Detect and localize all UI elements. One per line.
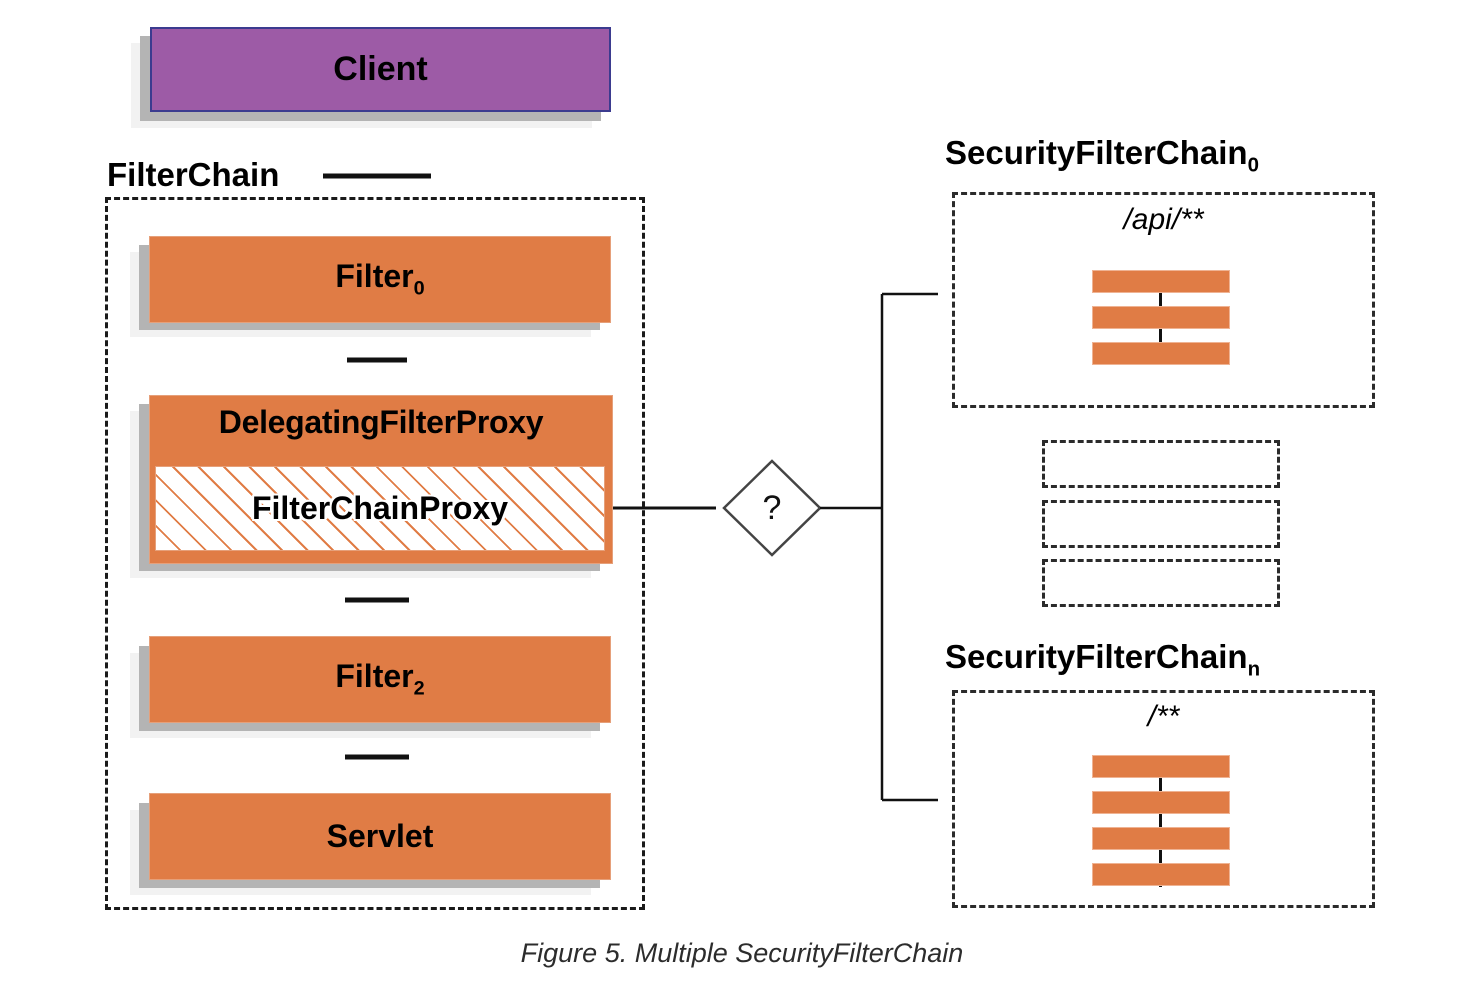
branch-trunk [820,292,938,802]
servlet-label: Servlet [326,818,434,854]
sfcn-filter-bar[interactable] [1092,791,1230,814]
sfcn-filter-connector [1159,765,1162,887]
filter0-label: Filter0 [335,258,425,300]
security-filter-chain-n-subscript: n [1247,657,1261,681]
figure-caption: Figure 5. Multiple SecurityFilterChain [520,938,964,968]
security-filter-chain-0-pattern: /api/** [1123,203,1204,236]
sfcn-filter-bar[interactable] [1092,827,1230,850]
filter-chain-proxy-label: FilterChainProxy [251,490,509,526]
security-filter-chain-placeholder [1042,440,1280,488]
security-filter-chain-0-subscript: 0 [1247,153,1259,177]
security-filter-chain-placeholder [1042,500,1280,548]
filter2-box[interactable]: Filter2 [149,636,611,723]
figure-caption-wrap: Figure 5. Multiple SecurityFilterChain [0,938,1484,969]
servlet-box[interactable]: Servlet [149,793,611,880]
security-filter-chain-n-title: SecurityFilterChainn [945,638,1261,681]
filterchain-label: FilterChain [107,156,280,193]
sfc0-filter-bar[interactable] [1092,306,1230,329]
delegating-filter-proxy-label: DelegatingFilterProxy [218,404,544,440]
sfcn-filter-bar[interactable] [1092,755,1230,778]
sfc0-filter-bar[interactable] [1092,342,1230,365]
filter2-subscript: 2 [413,677,425,700]
security-filter-chain-n-pattern: /** [1147,700,1180,733]
client-label: Client [333,50,428,88]
sfc0-filter-bar[interactable] [1092,270,1230,293]
filter0-box[interactable]: Filter0 [149,236,611,323]
decision-label[interactable]: ? [762,489,782,527]
security-filter-chain-0-container [952,192,1375,408]
filterchain-container [105,197,645,910]
client-box[interactable]: Client [150,27,611,112]
filter-chain-proxy-box[interactable]: FilterChainProxy [155,466,605,551]
security-filter-chain-0-title: SecurityFilterChain0 [945,134,1259,177]
sfcn-filter-bar[interactable] [1092,863,1230,886]
filter0-subscript: 0 [413,277,425,300]
security-filter-chain-n-container [952,690,1375,908]
filter2-label: Filter2 [335,658,425,700]
security-filter-chain-placeholder [1042,559,1280,607]
